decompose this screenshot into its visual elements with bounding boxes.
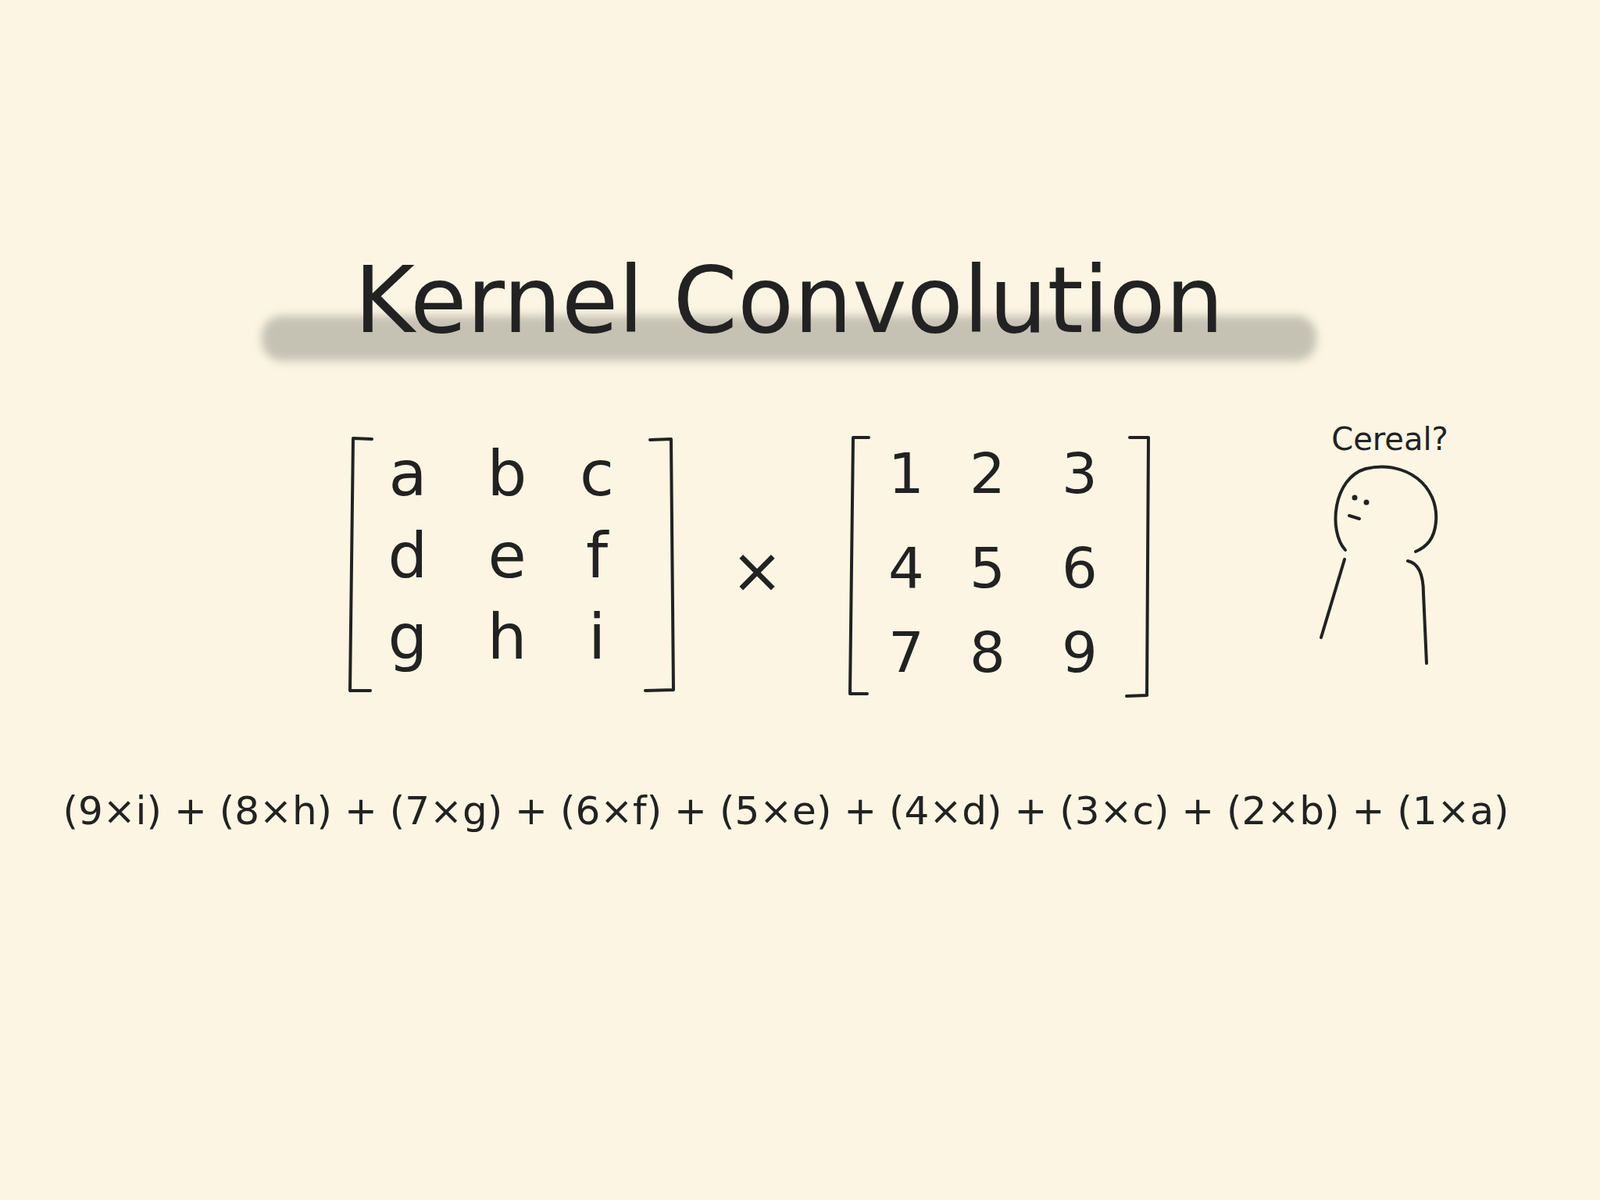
matrix-entry: i [588, 603, 606, 672]
figure-mouth [1349, 515, 1360, 519]
multiply-sign: × [730, 536, 783, 606]
kernel-entry: 2 [969, 442, 1006, 505]
figure-body [1321, 559, 1345, 638]
matrix-bracket [1126, 437, 1149, 697]
kernel-entry: 1 [888, 442, 925, 505]
matrix-entry: e [487, 521, 526, 591]
matrix-bracket [850, 437, 869, 694]
kernel-entry: 8 [969, 621, 1006, 684]
matrix-entry: f [585, 521, 608, 591]
formula: (9×i) + (8×h) + (7×g) + (6×f) + (5×e) + … [62, 789, 1509, 833]
title: Kernel Convolution [353, 250, 1224, 352]
speech-text: Cereal? [1331, 421, 1449, 457]
matrix-entry: c [579, 439, 615, 509]
kernel-entry: 9 [1061, 621, 1098, 684]
matrix-bracket [645, 439, 674, 691]
kernel-entry: 4 [888, 537, 925, 600]
matrix-bracket [350, 438, 372, 691]
kernel-entry: 5 [969, 537, 1006, 600]
kernel-entry: 6 [1061, 537, 1098, 600]
figure-eye [1364, 500, 1370, 506]
figure-head [1335, 467, 1436, 552]
matrix-entry: h [487, 603, 528, 672]
kernel-entry: 7 [888, 621, 925, 684]
matrix-entry: b [487, 439, 528, 509]
figure-eye [1352, 495, 1358, 501]
kernel-entry: 3 [1061, 442, 1098, 505]
matrix-entry: d [388, 521, 429, 591]
matrix-entry: a [388, 439, 427, 509]
figure-body [1407, 560, 1427, 664]
matrix-entry: g [388, 603, 429, 672]
